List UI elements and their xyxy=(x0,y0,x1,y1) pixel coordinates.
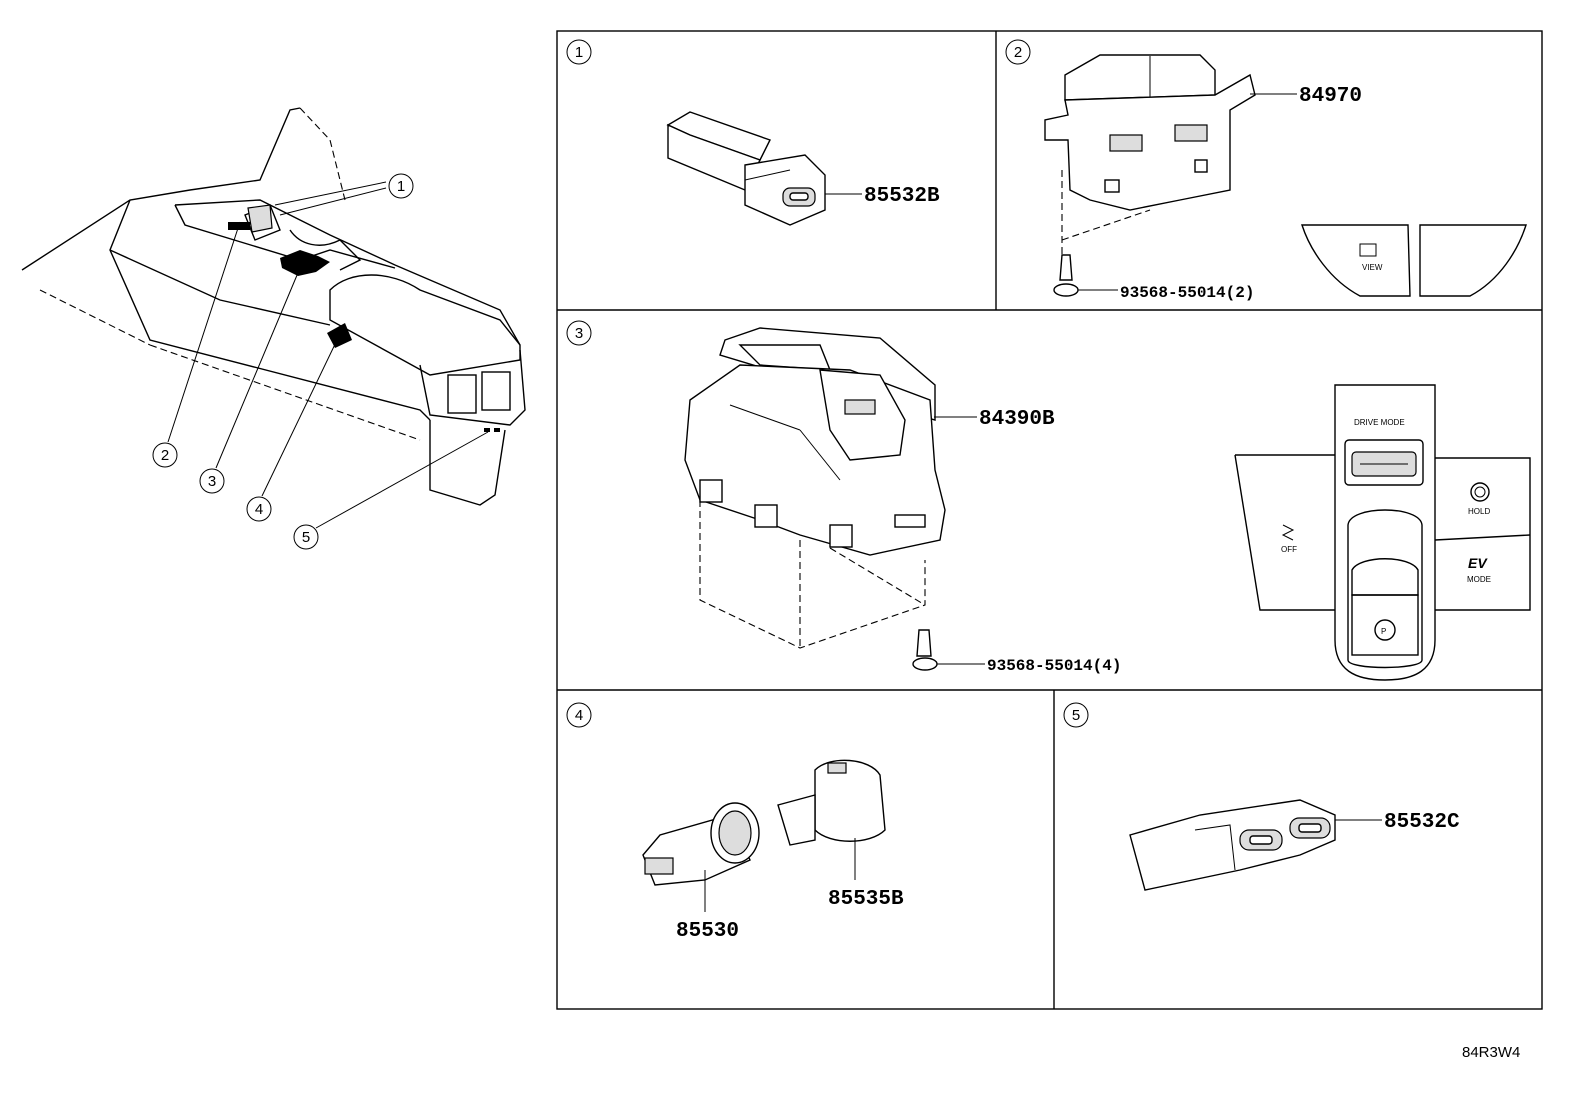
callout-1 xyxy=(388,173,414,199)
callout-3 xyxy=(199,468,225,494)
part-number-93568-55014-4: 93568-55014(4) xyxy=(987,657,1121,675)
usb-port-85532B xyxy=(666,111,826,226)
panel-4-number: 4 xyxy=(575,707,583,724)
cap-85535B xyxy=(777,759,886,846)
panel-5: 5 85532C xyxy=(1063,702,1460,891)
callout-2 xyxy=(152,442,178,468)
drive-mode-label: DRIVE MODE xyxy=(1354,418,1405,427)
panel-5-number-badge xyxy=(1063,702,1089,728)
view-button-inset: VIEW xyxy=(1301,224,1527,297)
screw-4 xyxy=(912,629,938,671)
socket-85530 xyxy=(642,802,760,886)
panel-5-number: 5 xyxy=(1072,707,1080,724)
panel-2-number: 2 xyxy=(1014,44,1022,61)
part-number-85532C: 85532C xyxy=(1384,811,1460,834)
panel-1-number: 1 xyxy=(575,44,583,61)
part-number-93568-55014-2: 93568-55014(2) xyxy=(1120,284,1254,302)
panel-1-number-badge xyxy=(566,39,592,65)
panel-4: 4 85530 85535B xyxy=(566,702,904,943)
drive-mode-panel-inset: DRIVE MODE P HOLD OFF EV MODE xyxy=(1234,384,1531,681)
overview-callouts: 1 2 3 4 5 xyxy=(152,173,489,550)
switch-assembly-84970 xyxy=(1044,54,1256,211)
callout-3-label: 3 xyxy=(208,473,216,490)
panel-grid xyxy=(556,30,1543,1010)
park-label: P xyxy=(1381,627,1386,636)
callout-4 xyxy=(246,496,272,522)
reference-code: 84R3W4 xyxy=(1462,1044,1520,1061)
ev-label: EV xyxy=(1468,555,1488,571)
switch-assembly-84390B xyxy=(684,327,946,556)
off-label: OFF xyxy=(1281,545,1297,554)
panel-3-number-badge xyxy=(566,320,592,346)
panel-2-number-badge xyxy=(1005,39,1031,65)
part-number-84390B: 84390B xyxy=(979,408,1055,431)
part-number-85535B: 85535B xyxy=(828,888,904,911)
callout-5 xyxy=(293,524,319,550)
usb-port-85532C xyxy=(1129,799,1336,891)
part-number-84970: 84970 xyxy=(1299,85,1362,108)
view-label: VIEW xyxy=(1362,263,1383,272)
panel-3: 3 84390B 93568-55014(4) xyxy=(566,320,1531,681)
callout-2-label: 2 xyxy=(161,447,169,464)
part-number-85532B: 85532B xyxy=(864,185,940,208)
panel-3-number: 3 xyxy=(575,325,583,342)
callout-5-label: 5 xyxy=(302,529,310,546)
screw-2 xyxy=(1053,254,1079,297)
panel-1: 1 85532B xyxy=(566,39,940,226)
callout-1-label: 1 xyxy=(397,178,405,195)
ev-mode-label: MODE xyxy=(1467,575,1491,584)
console-overview xyxy=(21,107,526,506)
hold-label: HOLD xyxy=(1468,507,1490,516)
panel-2: 2 84970 93568-55014(2) VIEW xyxy=(1005,39,1527,302)
callout-4-label: 4 xyxy=(255,501,263,518)
part-number-85530: 85530 xyxy=(676,920,739,943)
panel-4-number-badge xyxy=(566,702,592,728)
